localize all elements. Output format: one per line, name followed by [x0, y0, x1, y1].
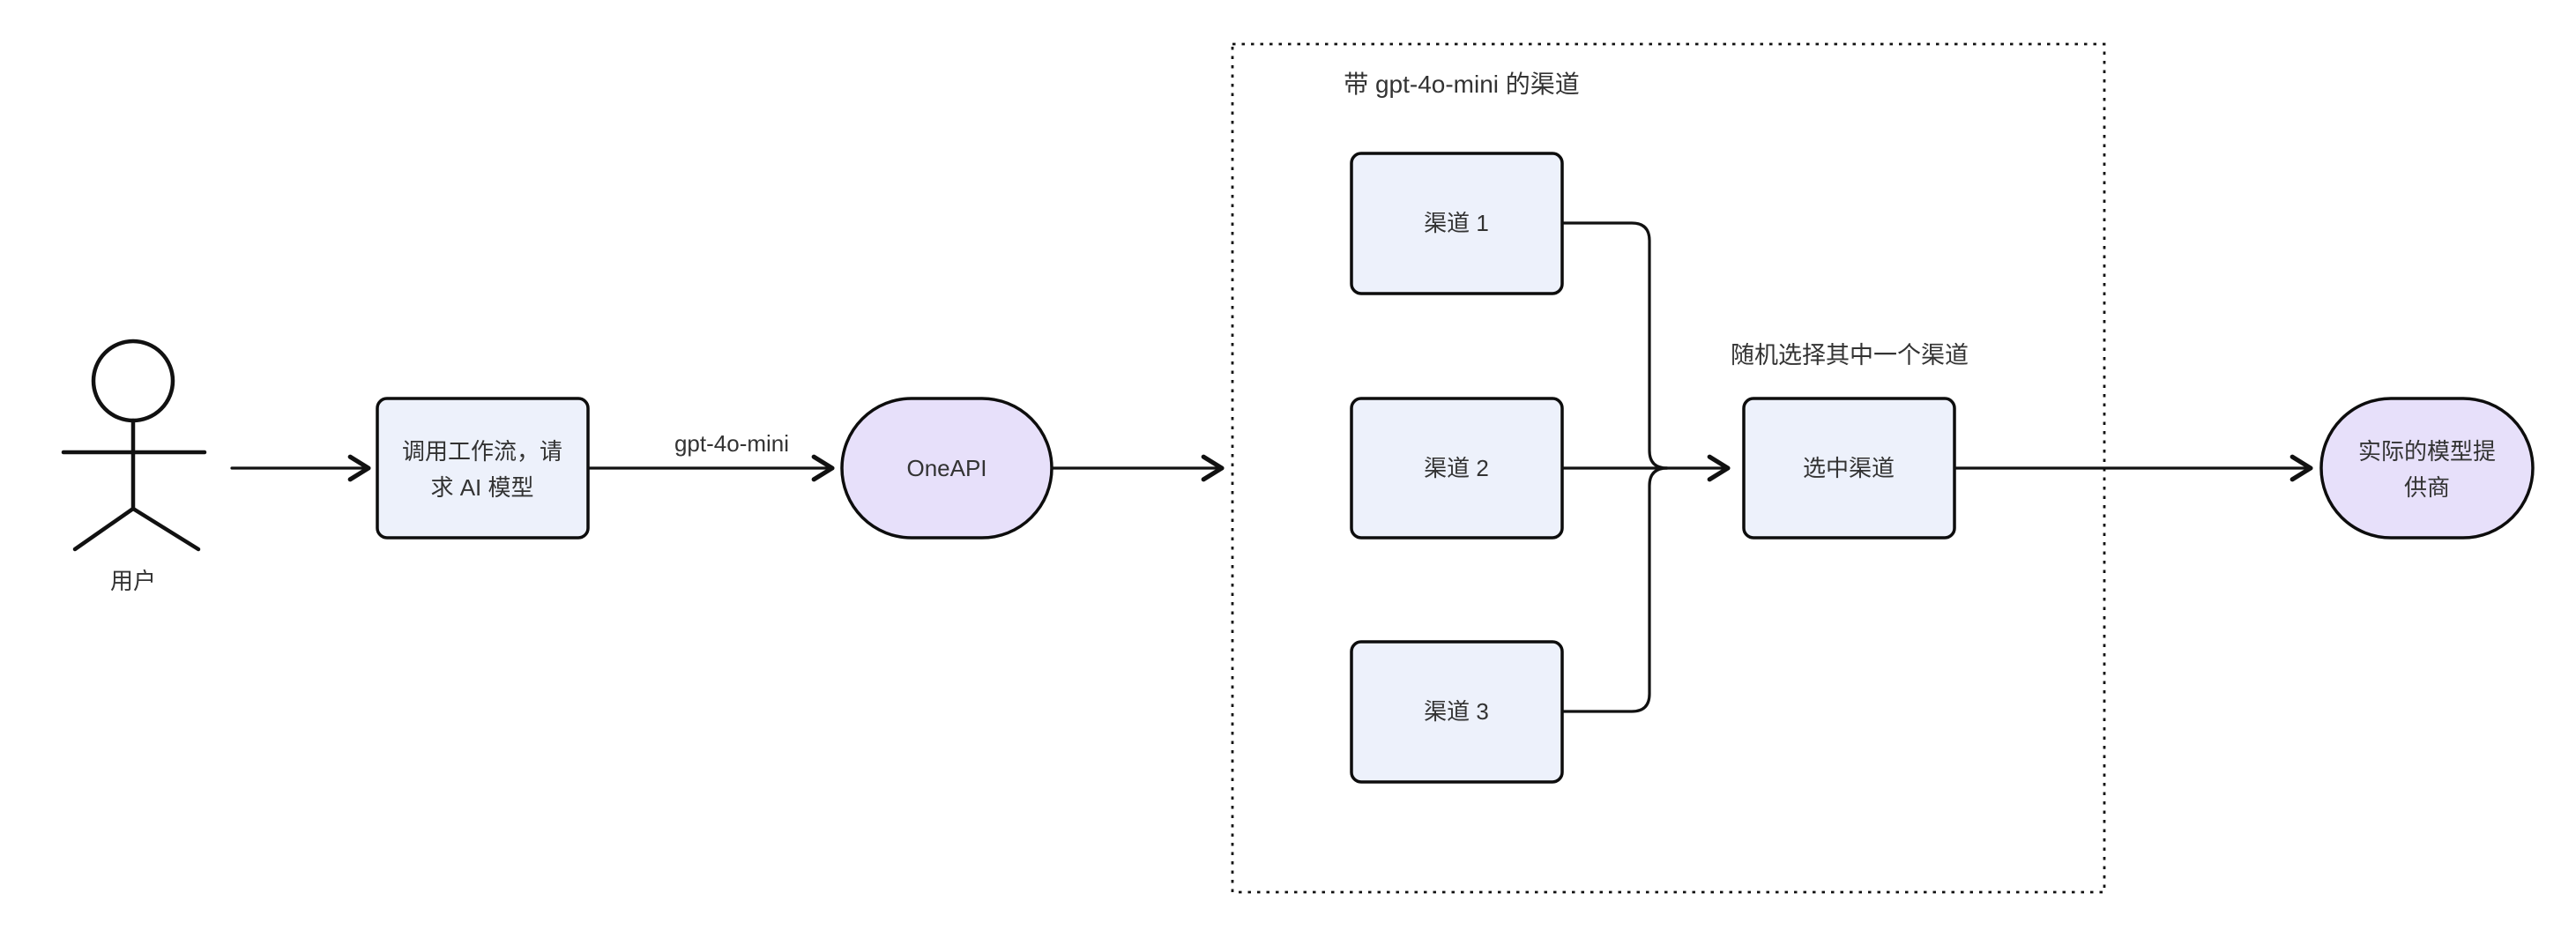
node-channel-1-label: 渠道 1	[1424, 210, 1489, 236]
node-channel-2-label: 渠道 2	[1424, 455, 1489, 481]
node-workflow-shape	[376, 397, 590, 540]
annotation-random-select: 随机选择其中一个渠道	[1731, 342, 1969, 368]
node-selected-channel: 选中渠道	[1742, 397, 1956, 540]
edge-channel-3-to-selected	[1560, 466, 1669, 713]
node-channel-2: 渠道 2	[1350, 397, 1564, 540]
actor-user-figure: 用户	[61, 339, 207, 594]
node-provider-label-line1: 实际的模型提	[2358, 438, 2496, 465]
node-workflow-label-line2: 求 AI 模型	[430, 474, 533, 501]
node-channel-3-label: 渠道 3	[1424, 698, 1489, 725]
edge-label-gpt-4o-mini: gpt-4o-mini	[674, 430, 789, 457]
node-workflow-label-line1: 调用工作流，请	[402, 438, 562, 465]
subgraph-channels-title: 带 gpt-4o-mini 的渠道	[1344, 71, 1580, 98]
node-oneapi: OneAPI	[840, 397, 1053, 540]
edge-channel-1-to-selected	[1560, 221, 1669, 470]
node-oneapi-label: OneAPI	[906, 455, 986, 481]
actor-left-leg-icon	[72, 506, 136, 552]
node-selected-channel-label: 选中渠道	[1803, 455, 1895, 481]
node-workflow: 调用工作流，请 求 AI 模型	[376, 397, 590, 540]
node-provider-label-line2: 供商	[2404, 474, 2450, 501]
node-provider-shape	[2319, 397, 2535, 540]
node-provider: 实际的模型提 供商	[2319, 397, 2535, 540]
node-channel-1: 渠道 1	[1350, 152, 1564, 295]
actor-user-label: 用户	[110, 568, 156, 594]
node-channel-3: 渠道 3	[1350, 640, 1564, 784]
actor-right-leg-icon	[130, 506, 201, 552]
